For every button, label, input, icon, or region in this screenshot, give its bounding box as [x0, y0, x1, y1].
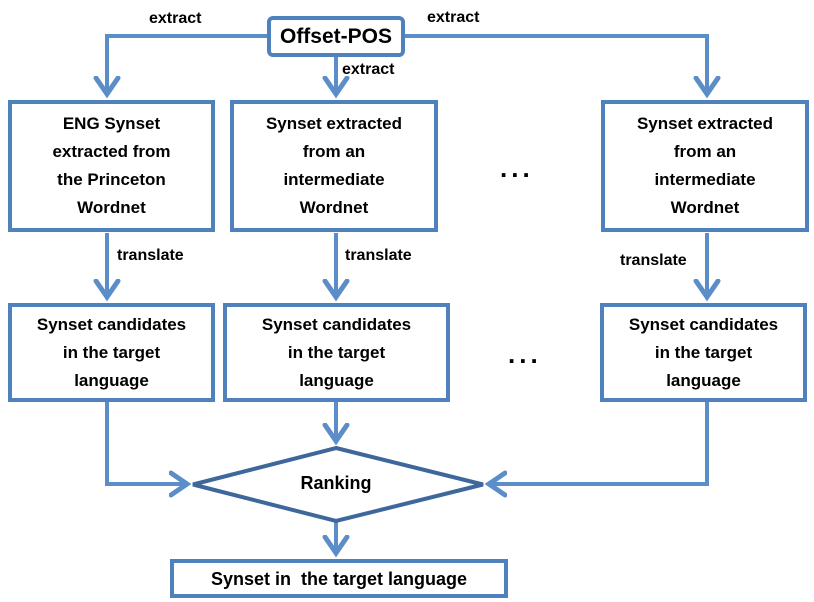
node-synset-target-language: Synset in the target language: [170, 559, 508, 598]
edge-label-translate-right: translate: [620, 252, 687, 269]
node-synset-candidates-3: Synset candidates in the target language: [600, 303, 807, 402]
node-offset-pos: Offset-POS: [267, 16, 405, 57]
node-eng-synset-princeton-wordnet: ENG Synset extracted from the Princeton …: [8, 100, 215, 232]
node-synset-candidates-2: Synset candidates in the target language: [223, 303, 450, 402]
edge-label-translate-left: translate: [117, 247, 184, 264]
connector-extract-left: [107, 34, 267, 94]
connector-extract-right: [404, 34, 707, 94]
node-synset-candidates-1: Synset candidates in the target language: [8, 303, 215, 402]
edge-label-extract-left: extract: [149, 10, 202, 27]
edge-label-extract-right: extract: [427, 9, 480, 26]
node-synset-intermediate-wordnet-1: Synset extracted from an intermediate Wo…: [230, 100, 438, 232]
edge-label-translate-middle: translate: [345, 247, 412, 264]
ellipsis-row2: ...: [508, 339, 542, 369]
node-synset-intermediate-wordnet-2: Synset extracted from an intermediate Wo…: [601, 100, 809, 232]
ellipsis-row1: ...: [500, 153, 534, 183]
connector-candidates-right-to-ranking: [489, 402, 709, 484]
connector-candidates-left-to-ranking: [105, 402, 187, 484]
ranking-label: Ranking: [300, 473, 372, 493]
edge-label-extract-middle: extract: [342, 61, 395, 78]
